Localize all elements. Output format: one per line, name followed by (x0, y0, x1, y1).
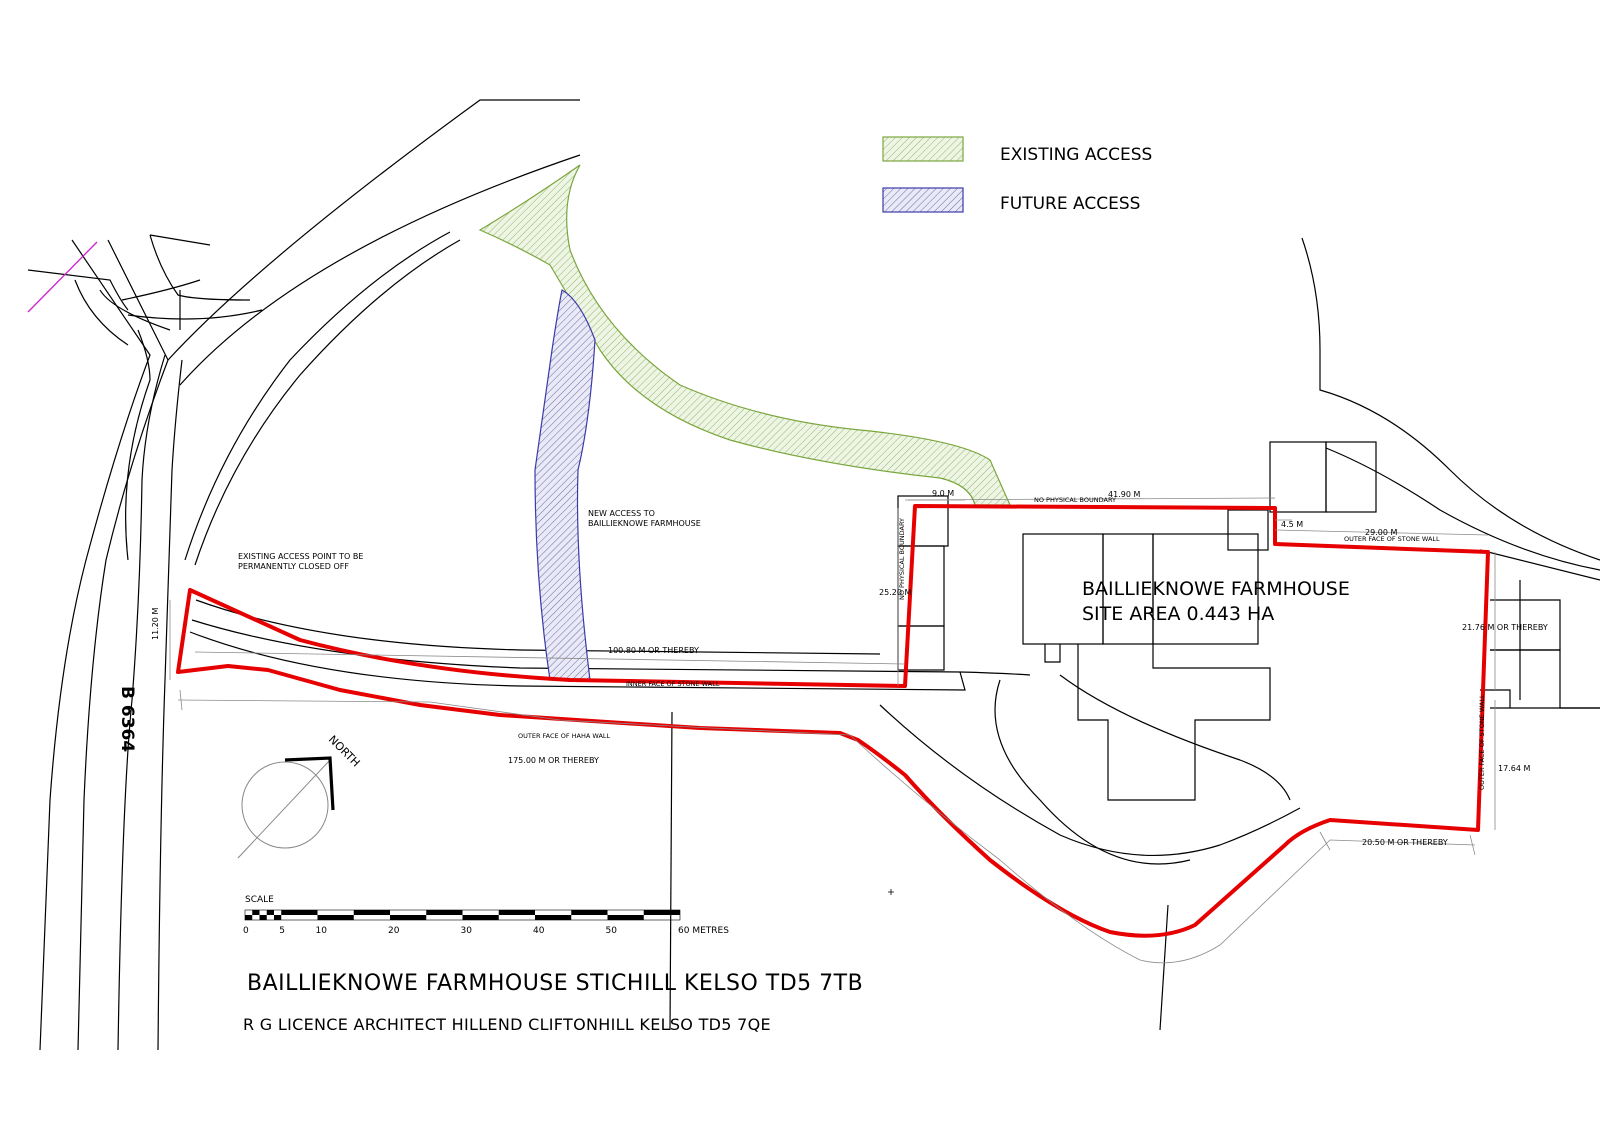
scale-segment (245, 915, 253, 920)
scale-segment (390, 915, 427, 920)
inner-wall-note: INNER FACE OF STONE WALL (626, 680, 720, 688)
scale-segment (274, 915, 282, 920)
scale-outline (244, 909, 681, 921)
scale-tick-label: 0 (243, 926, 249, 936)
new-access-note-2: BAILLIEKNOWE FARMHOUSE (588, 519, 701, 528)
scale-tick-label: 40 (533, 926, 545, 936)
site-name-label: BAILLIEKNOWE FARMHOUSE (1082, 578, 1350, 600)
outer-stone-top-note: OUTER FACE OF STONE WALL (1344, 535, 1440, 543)
legend-existing-swatch (882, 136, 964, 162)
site-area-label: SITE AREA 0.443 HA (1082, 603, 1274, 625)
scale-segment (281, 910, 318, 915)
legend-future-label: FUTURE ACCESS (1000, 194, 1140, 214)
dim-29: 29.00 M (1365, 528, 1397, 537)
dim-175: 175.00 M OR THEREBY (508, 756, 599, 765)
scale-segment (259, 915, 267, 920)
scale-tick-label: 50 (606, 926, 618, 936)
north-arrow-icon (284, 756, 335, 811)
scale-segment (252, 910, 260, 915)
scale-segment (462, 915, 499, 920)
drawing-title: BAILLIEKNOWE FARMHOUSE STICHILL KELSO TD… (247, 971, 863, 996)
scale-tick-labels: 0 5 10 20 30 40 50 60 METRES (243, 926, 729, 936)
architect-credit: R G LICENCE ARCHITECT HILLEND CLIFTONHIL… (243, 1015, 771, 1034)
scale-segment (317, 915, 354, 920)
legend-future-swatch (882, 187, 964, 213)
scale-tick-label: 10 (316, 926, 328, 936)
scale-tick-label: 60 METRES (678, 926, 729, 936)
scale-tick-label: 5 (279, 926, 285, 936)
scale-segment (353, 910, 390, 915)
dim-100-8: 100.80 M OR THEREBY (608, 646, 699, 655)
scale-segment (571, 910, 608, 915)
dim-11-2: 11.20 M (151, 608, 160, 640)
no-boundary-top-note: NO PHYSICAL BOUNDARY (1034, 496, 1116, 504)
scale-bar: SCALE 0 5 10 20 30 40 50 60 METRES (243, 895, 729, 936)
closed-access-note-2: PERMANENTLY CLOSED OFF (238, 562, 349, 571)
scale-segment (535, 915, 572, 920)
site-boundary (176, 504, 1490, 938)
north-arrow: NORTH (237, 733, 362, 859)
legend-existing-label: EXISTING ACCESS (1000, 145, 1152, 165)
survey-mark-icon (888, 889, 894, 895)
no-boundary-side-note: NO PHYSICAL BOUNDARY (898, 518, 906, 600)
dim-21-76: 21.76 M OR THEREBY (1462, 623, 1548, 632)
dim-4-5: 4.5 M (1281, 520, 1303, 529)
north-arrow-circle (241, 761, 329, 849)
scale-segment (498, 910, 535, 915)
dim-25-2: 25.20 M (879, 588, 911, 597)
scale-tick-label: 30 (461, 926, 473, 936)
scale-segment (607, 915, 644, 920)
scale-label: SCALE (245, 895, 274, 905)
existing-access-area (478, 164, 1011, 506)
outer-stone-side-note: OUTER FACE OF STONE WALL (1478, 694, 1486, 790)
scale-segment (643, 910, 680, 915)
scale-tick-label: 20 (388, 926, 400, 936)
scale-segment (426, 910, 463, 915)
scale-segments (244, 909, 681, 921)
dim-9-0: 9.0 M (932, 489, 954, 498)
closed-access-note-1: EXISTING ACCESS POINT TO BE (238, 552, 363, 561)
legend: EXISTING ACCESS FUTURE ACCESS (882, 136, 1152, 214)
dimension-lines (169, 497, 1496, 964)
dim-20-5: 20.50 M OR THEREBY (1362, 838, 1448, 847)
boundary-marker-line (27, 241, 98, 313)
new-access-note-1: NEW ACCESS TO (588, 509, 655, 518)
dim-41-9: 41.90 M (1108, 490, 1140, 499)
linework (27, 99, 1600, 1051)
north-arrow-diagonal (237, 759, 331, 859)
dim-17-64: 17.64 M (1498, 764, 1530, 773)
future-access-area (534, 289, 596, 681)
outer-haha-note: OUTER FACE OF HAHA WALL (518, 732, 611, 740)
scale-segment (266, 910, 274, 915)
road-label: B 6364 (117, 686, 137, 752)
